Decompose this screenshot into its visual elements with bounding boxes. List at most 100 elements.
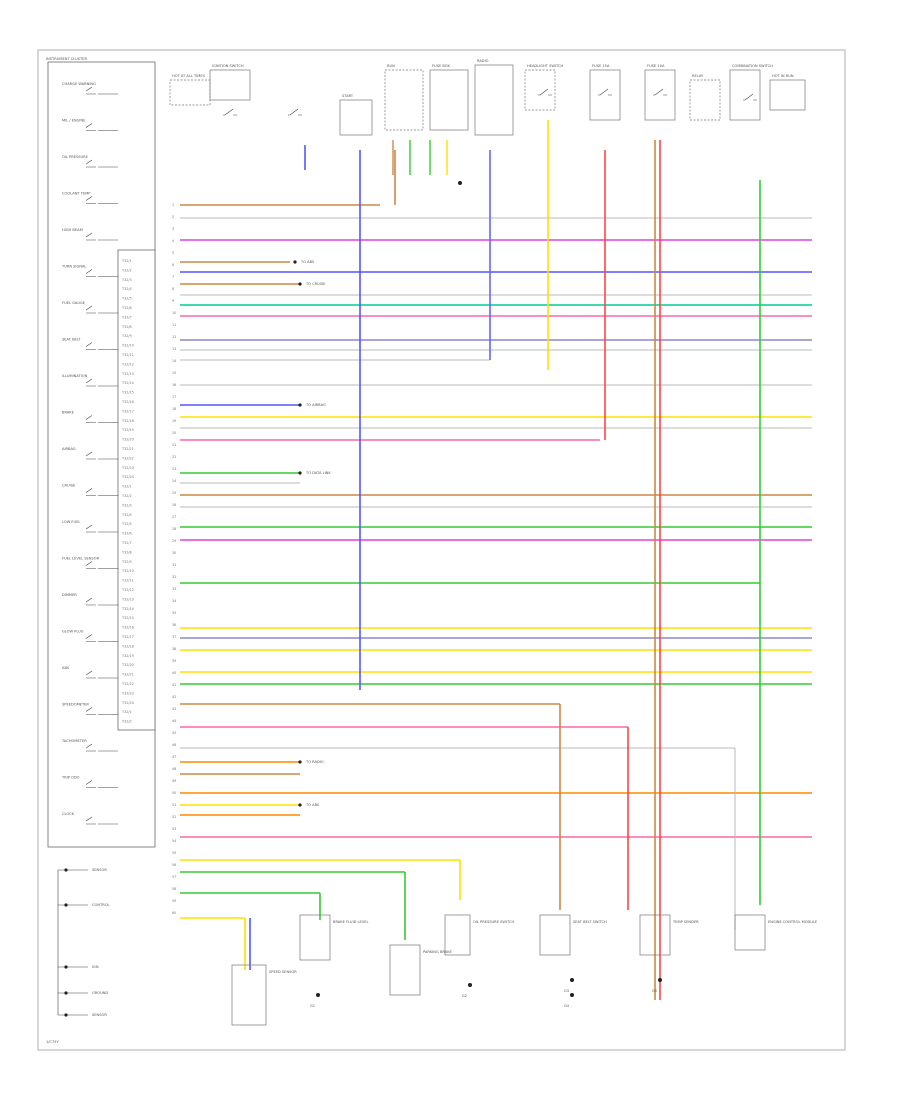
gauge-label: CLOCK — [62, 812, 75, 816]
pin-label: T32/18 — [121, 419, 134, 423]
pin-label: T32/5 — [121, 297, 132, 301]
wire-pin-number: 21 — [172, 443, 176, 447]
wire-pin-number: 50 — [172, 791, 176, 795]
wire-pin-number: 52 — [172, 815, 176, 819]
wire-pin-number: 7 — [172, 275, 174, 279]
pin-label: T32/14 — [121, 607, 134, 611]
pin-label: T32/15 — [121, 391, 134, 395]
wire-pin-number: 60 — [172, 911, 176, 915]
bottom-component-label: SPEED SENSOR — [269, 970, 297, 974]
top-component-label: HEADLIGHT SWITCH — [527, 64, 563, 68]
wire-pin-number: 43 — [172, 707, 176, 711]
cluster-pins: T32/1T32/2T32/3T32/4T32/5T32/6T32/7T32/8… — [121, 259, 134, 724]
wire-pin-number: 3 — [172, 227, 174, 231]
gauge-label: MIL / ENGINE — [62, 119, 86, 123]
pin-label: T32/22 — [121, 682, 134, 686]
gauge-symbol — [85, 232, 96, 241]
wire-pin-number: 35 — [172, 611, 176, 615]
ground-label: G2 — [462, 994, 467, 998]
top-component-label: HOT IN RUN — [772, 74, 794, 78]
wire-pin-number: 10 — [172, 311, 176, 315]
bottom-component-box — [231, 964, 267, 1026]
gauge-label: GLOW PLUG — [62, 630, 84, 634]
pin-label: T32/9 — [121, 560, 132, 564]
wire-pin-number: 2 — [172, 215, 174, 219]
gauge-label: SEAT BELT — [62, 338, 81, 342]
wire-pin-number: 14 — [172, 359, 176, 363]
splice-node — [298, 403, 302, 407]
top-component-box — [689, 79, 721, 121]
gauge-symbol — [85, 86, 96, 95]
ground-node — [468, 983, 472, 987]
top-component-label: COMBINATION SWITCH — [732, 64, 773, 68]
ground-node — [658, 978, 662, 982]
pin-label: T32/1 — [121, 710, 132, 714]
gauge-symbol — [85, 488, 96, 496]
wire-pin-number: 17 — [172, 395, 176, 399]
pin-label: T32/3 — [121, 278, 132, 282]
gauge-symbol — [85, 123, 96, 131]
pin-label: T32/17 — [121, 409, 134, 413]
gauge-label: ABS — [62, 666, 70, 670]
wire-pin-number: 4 — [172, 239, 174, 243]
wire-pin-number: 13 — [172, 347, 176, 351]
top-component-box — [644, 69, 676, 121]
wire-pin-number: 37 — [172, 635, 176, 639]
top-component-label: IGNITION SWITCH — [212, 64, 244, 68]
wire-pin-number: 32 — [172, 575, 176, 579]
gauge-label: TRIP ODO — [61, 776, 80, 780]
gauge-symbol — [85, 670, 96, 679]
wire-pin-number: 30 — [172, 551, 176, 555]
pin-label: T32/12 — [121, 362, 134, 366]
pin-label: T32/22 — [121, 456, 134, 460]
pin-label: T32/4 — [121, 287, 132, 291]
pin-label: T32/16 — [121, 400, 134, 404]
wire-pin-number: 55 — [172, 851, 176, 855]
pin-label: T32/2 — [121, 720, 132, 724]
wire-pin-number: 51 — [172, 803, 176, 807]
bottom-component-box — [299, 914, 331, 961]
splice-node — [298, 760, 302, 764]
pin-label: T32/11 — [121, 579, 134, 583]
top-component-label: RADIO — [477, 59, 489, 63]
switch-symbol — [223, 108, 237, 116]
gauge-label: ILLUMINATION — [62, 374, 88, 378]
wire-pin-number: 54 — [172, 839, 176, 843]
wire-pin-number: 23 — [172, 467, 176, 471]
gauge-symbol — [85, 269, 96, 277]
connector-node — [64, 903, 68, 907]
wire-pin-number: 24 — [172, 479, 176, 483]
connector-label: GROUND — [92, 991, 108, 995]
gauge-symbol — [85, 597, 96, 606]
pin-label: T32/20 — [121, 663, 134, 667]
gauge-symbol — [85, 305, 96, 314]
pin-label: T32/7 — [121, 315, 132, 319]
pin-label: T32/18 — [121, 644, 134, 648]
bottom-component-label: BRAKE FLUID LEVEL — [333, 920, 369, 924]
pin-label: T32/23 — [121, 466, 134, 470]
wire-pin-number: 34 — [172, 599, 176, 603]
gauge-symbol — [85, 451, 96, 460]
pin-label: T32/1 — [121, 485, 132, 489]
pin-label: T32/16 — [121, 626, 134, 630]
connector-node — [64, 1013, 68, 1017]
switch-symbol — [538, 88, 552, 96]
wire-pin-number: 58 — [172, 887, 176, 891]
top-component-box — [474, 64, 514, 136]
bottom-component-box — [734, 914, 766, 951]
switch-symbol — [743, 93, 757, 101]
connector-node — [64, 991, 68, 995]
ground-label: G1 — [310, 1004, 315, 1008]
ground-node — [316, 993, 320, 997]
corner-code: 1/C75Y — [46, 1040, 60, 1044]
ground-label: G5 — [652, 989, 657, 993]
top-component-label: RELAY — [692, 74, 704, 78]
pin-label: T32/10 — [121, 344, 134, 348]
splice-node — [298, 471, 302, 475]
wire-pin-number: 45 — [172, 731, 176, 735]
top-component-box — [339, 99, 373, 136]
pin-label: T32/12 — [121, 588, 134, 592]
